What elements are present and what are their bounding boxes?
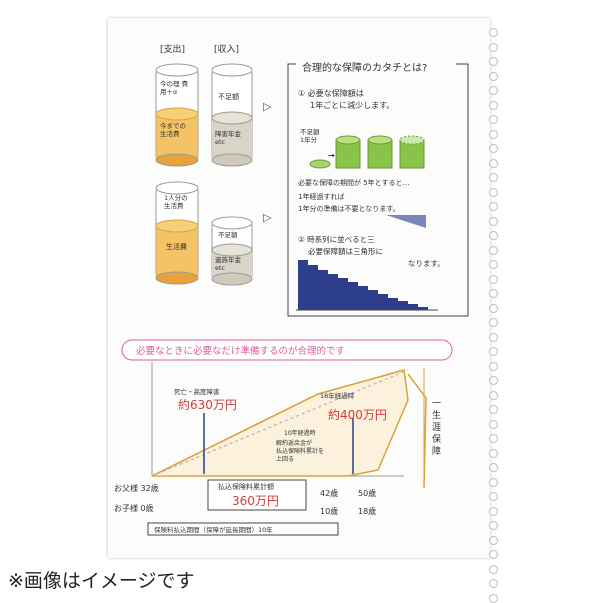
svg-text:▷: ▷ bbox=[263, 211, 272, 224]
image-caption: ※画像はイメージです bbox=[8, 570, 195, 592]
cup3-bottom-text: 生活費 bbox=[166, 243, 187, 251]
point1-line4: 1年経過すれば bbox=[298, 193, 345, 201]
point1-line3: 必要な保障の期間が 5年とすると… bbox=[298, 179, 410, 187]
expense-cup-2 bbox=[155, 181, 199, 285]
binder-holes bbox=[489, 28, 499, 603]
panel-title: 合理的な保障のカタチとは? bbox=[302, 63, 428, 74]
cup4-top-text: 不足額 bbox=[218, 231, 238, 239]
svg-text:→: → bbox=[328, 151, 335, 160]
shortfall-label: 不足額 bbox=[300, 128, 320, 136]
point1-line5: 1年分の準備は不要となります。 bbox=[298, 205, 400, 213]
illustration-drawings: ▷ ▷ → bbox=[121, 58, 469, 536]
expense-label: [支出] bbox=[160, 45, 186, 55]
death-label: 死亡・高度障害 bbox=[174, 388, 220, 396]
income-cup-2 bbox=[211, 216, 253, 286]
ten-year-note-3: 上回る bbox=[276, 456, 295, 463]
ten-year-note-2: 払込保険料累計を bbox=[276, 448, 325, 455]
age-50: 50歳 bbox=[358, 489, 377, 498]
cup2-bottom-text: 障害年金 etc bbox=[215, 130, 241, 146]
notebook-page: ▷ ▷ → bbox=[108, 18, 498, 603]
payment-period: 保険料払込期間（保障が延長期間）10年 bbox=[154, 526, 273, 534]
expense-cup-1 bbox=[155, 63, 199, 167]
age-10: 10歳 bbox=[320, 507, 339, 516]
svg-text:▷: ▷ bbox=[263, 100, 272, 113]
age-42: 42歳 bbox=[320, 489, 339, 498]
premium-label: 払込保険料累計額 bbox=[218, 483, 274, 491]
sickness-amount: 約400万円 bbox=[328, 408, 387, 422]
small-triangle-icon bbox=[386, 215, 426, 228]
year1-label: 1年分 bbox=[300, 136, 318, 144]
point1-line2: 1年ごとに減少します。 bbox=[310, 101, 395, 110]
lifelong-label: 一生涯保障 bbox=[432, 399, 442, 457]
point2-line1: ② 時系列に並べると三 bbox=[298, 235, 375, 244]
coin-stack-icon: → bbox=[309, 135, 425, 169]
child-age: お子様 0歳 bbox=[114, 504, 154, 513]
cup2-top-text: 不足額 bbox=[218, 93, 239, 101]
point2-line3: なります。 bbox=[408, 259, 445, 268]
premium-amount: 360万円 bbox=[232, 494, 279, 508]
ten-year-note-1: 解約返戻金が bbox=[276, 440, 313, 447]
point1-line1: ① 必要な保障額は bbox=[298, 89, 364, 98]
cup1-top-text: 今の理 費用＋α bbox=[160, 80, 189, 96]
sickness-label: 18年経過時 bbox=[320, 392, 355, 400]
death-amount: 約630万円 bbox=[178, 398, 237, 412]
coverage-diagram bbox=[147, 362, 427, 536]
cup1-bottom-text: 今までの 生活費 bbox=[160, 122, 186, 138]
income-cup-1 bbox=[211, 63, 253, 167]
banner-text: 必要なときに必要なだけ準備するのが合理的です bbox=[136, 346, 346, 357]
decreasing-staircase-chart bbox=[296, 260, 438, 311]
ten-year-label: 10年経過時 bbox=[284, 430, 316, 437]
cup3-top-text: 1人分の 生活費 bbox=[164, 194, 188, 210]
cup4-bottom-text: 遺族年金 etc bbox=[215, 256, 241, 272]
age-18: 18歳 bbox=[358, 507, 377, 516]
income-label: [収入] bbox=[214, 45, 240, 55]
father-age: お父様 32歳 bbox=[114, 484, 159, 493]
point2-line2: 必要保障額は三角形に bbox=[308, 247, 383, 256]
